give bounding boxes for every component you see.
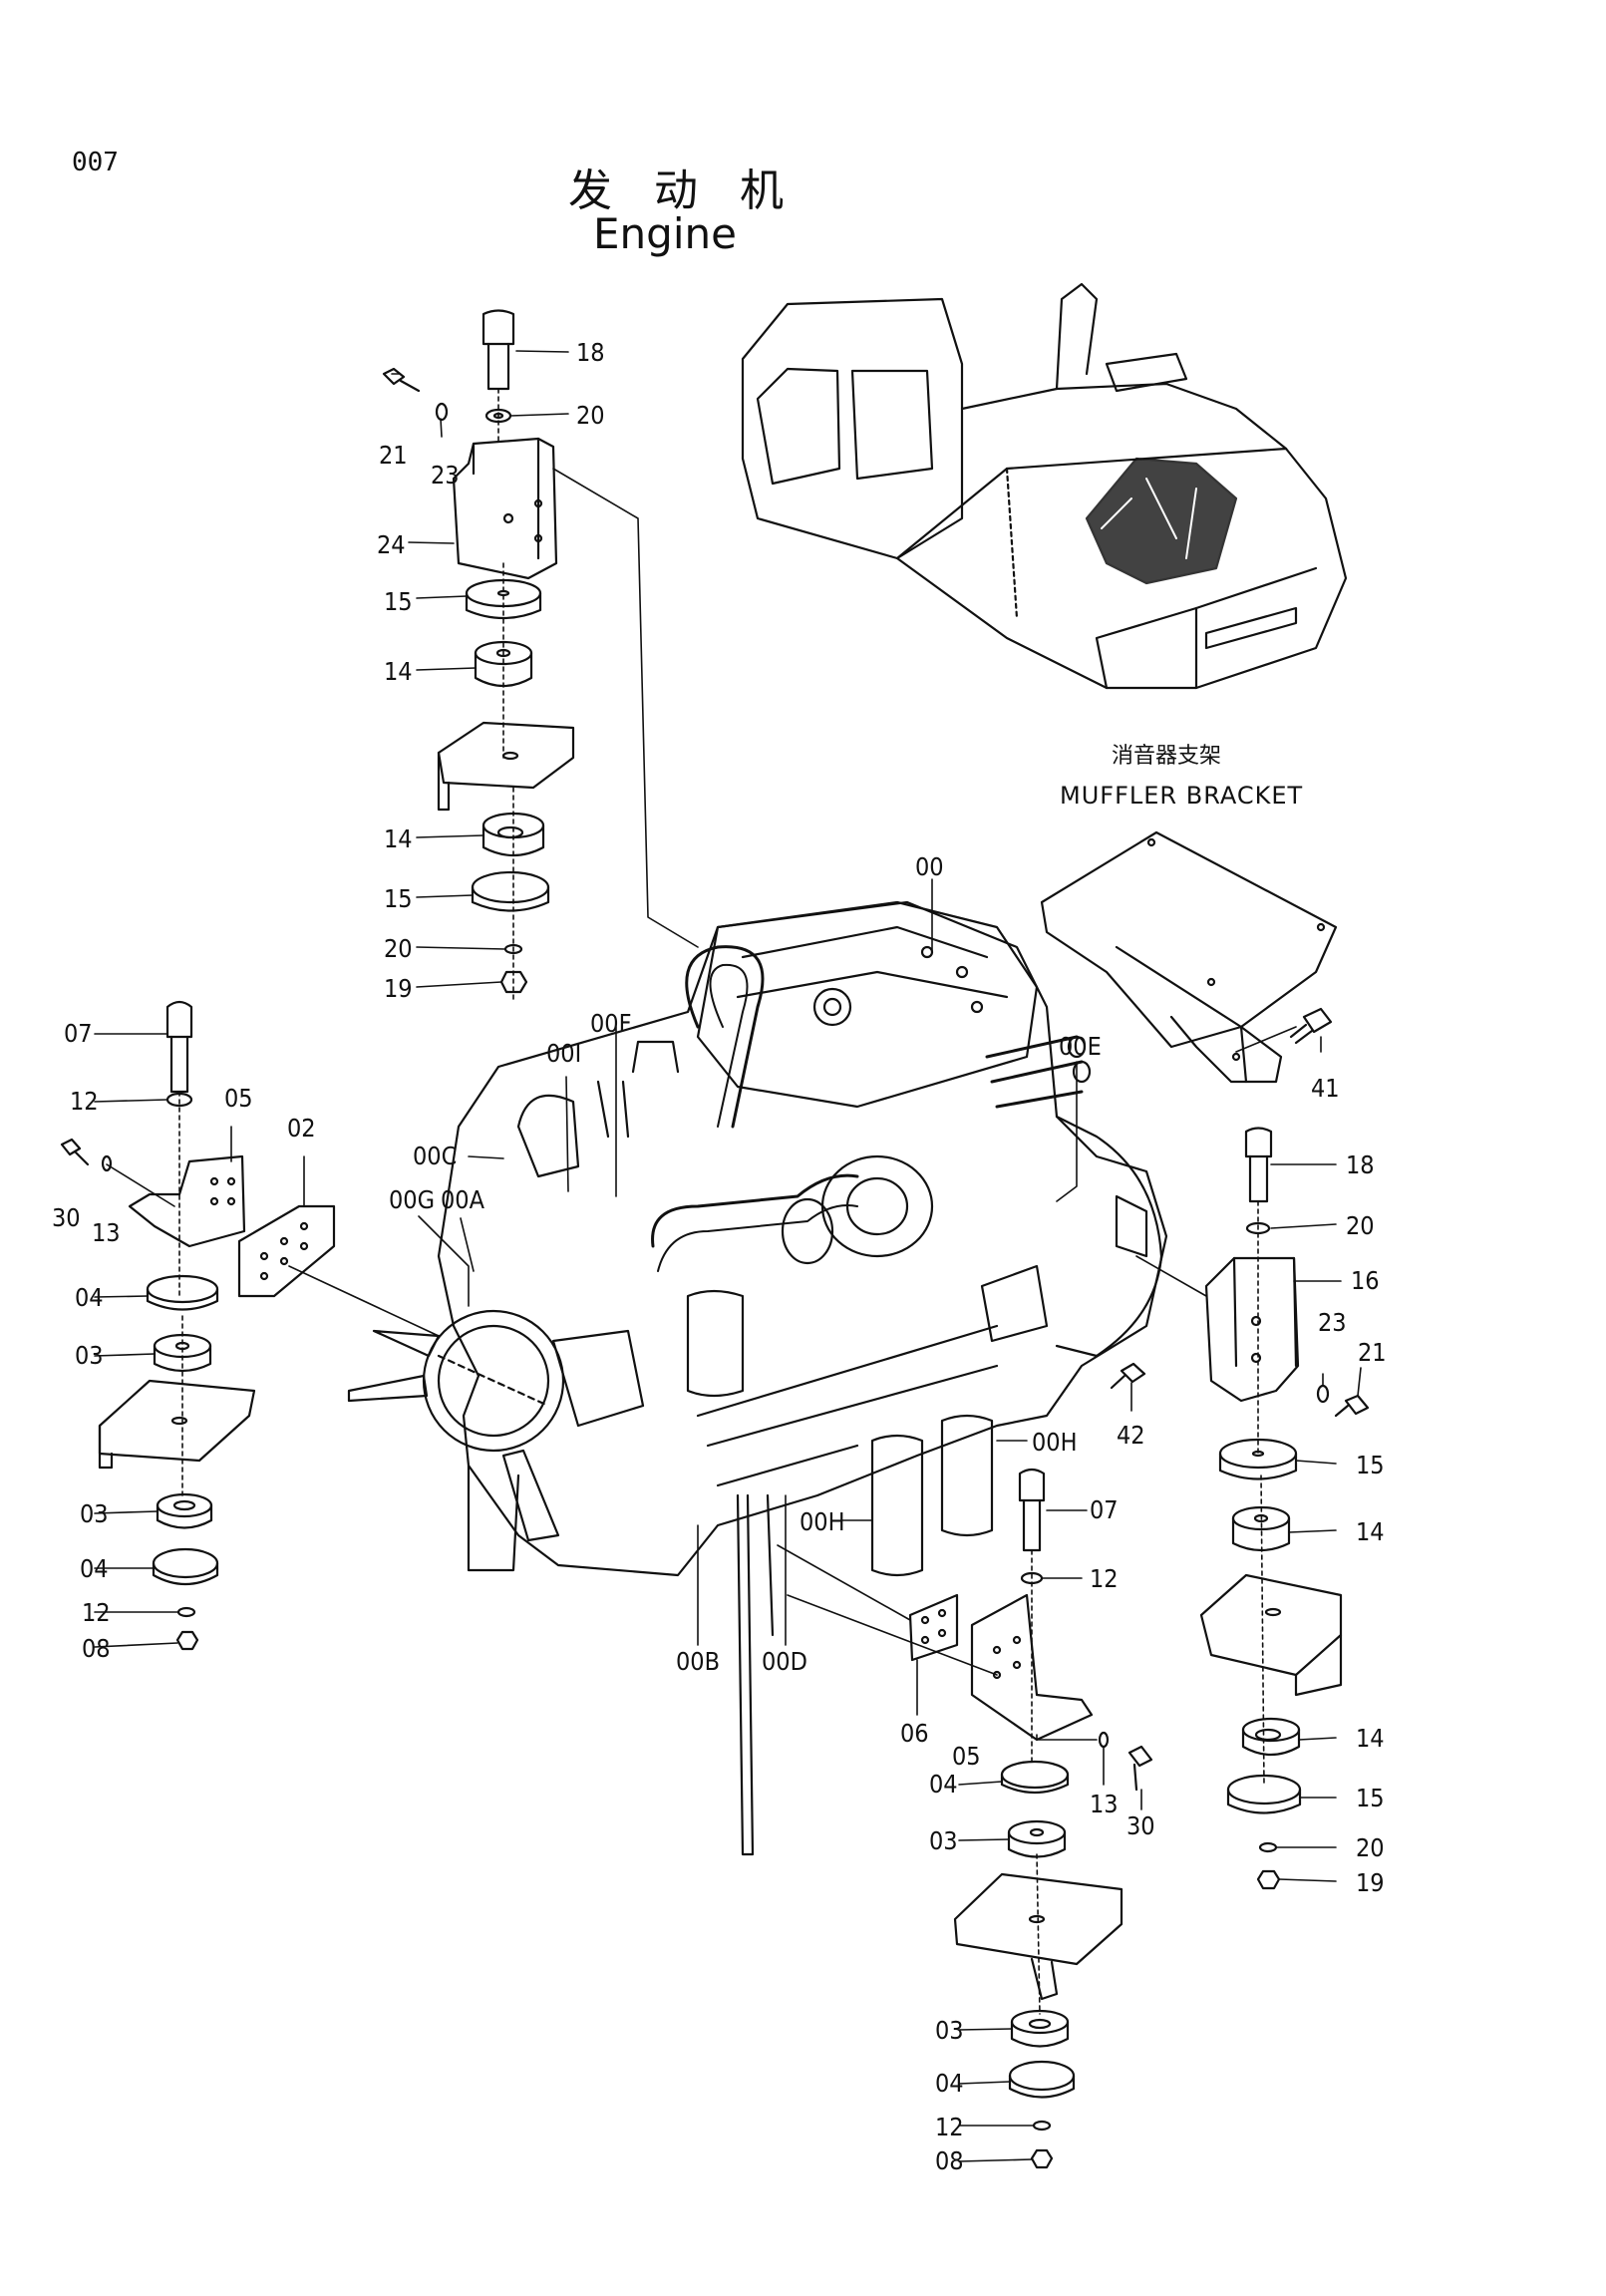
label-08: 08 <box>82 1634 111 1663</box>
label-30: 30 <box>52 1203 81 1232</box>
title-chinese: 发 动 机 <box>568 165 798 216</box>
label-15: 15 <box>384 884 413 913</box>
label-20: 20 <box>1356 1833 1385 1862</box>
engine-assembly <box>347 900 1168 1856</box>
label-04: 04 <box>935 2069 964 2098</box>
muffler-bracket-label-english: MUFFLER BRACKET <box>1060 782 1304 810</box>
label-00B: 00B <box>676 1647 720 1676</box>
label-23: 23 <box>1318 1308 1347 1337</box>
label-23: 23 <box>431 461 460 490</box>
title-english: Engine <box>593 209 737 258</box>
label-00C: 00C <box>413 1142 457 1170</box>
label-00G: 00G <box>389 1185 435 1214</box>
label-00H: 00H <box>1032 1428 1078 1457</box>
muffler-bracket <box>1040 830 1338 1084</box>
label-12: 12 <box>82 1598 111 1627</box>
bolt-41 <box>1289 1007 1333 1045</box>
label-00: 00 <box>915 852 944 881</box>
label-15: 15 <box>384 587 413 616</box>
leader-lines <box>94 350 1362 2162</box>
label-14: 14 <box>384 824 413 853</box>
label-21: 21 <box>379 441 408 470</box>
label-13: 13 <box>92 1218 121 1247</box>
top-mount-stack <box>382 309 575 994</box>
label-20: 20 <box>576 401 605 430</box>
label-19: 19 <box>384 974 413 1003</box>
label-03: 03 <box>75 1341 104 1370</box>
label-07: 07 <box>1090 1495 1119 1524</box>
label-05: 05 <box>952 1742 981 1771</box>
label-07: 07 <box>64 1019 93 1048</box>
label-24: 24 <box>377 530 406 559</box>
label-19: 19 <box>1356 1868 1385 1897</box>
right-mount-stack <box>1110 1127 1370 1890</box>
label-03: 03 <box>929 1826 958 1855</box>
label-00A: 00A <box>441 1185 485 1214</box>
label-18: 18 <box>576 338 605 367</box>
label-12: 12 <box>70 1087 99 1116</box>
page-number: 007 <box>72 148 119 177</box>
label-14: 14 <box>1356 1724 1385 1753</box>
label-03: 03 <box>80 1499 109 1528</box>
label-20: 20 <box>1346 1211 1375 1240</box>
label-15: 15 <box>1356 1784 1385 1812</box>
label-00F: 00F <box>590 1009 632 1038</box>
label-00I: 00I <box>546 1039 581 1068</box>
label-00H: 00H <box>800 1507 845 1536</box>
label-00D: 00D <box>762 1647 807 1676</box>
label-20: 20 <box>384 934 413 963</box>
label-00E: 00E <box>1059 1032 1102 1061</box>
label-14: 14 <box>384 657 413 686</box>
label-12: 12 <box>1090 1564 1119 1593</box>
label-15: 15 <box>1356 1451 1385 1479</box>
label-05: 05 <box>224 1084 253 1113</box>
label-14: 14 <box>1356 1517 1385 1546</box>
label-16: 16 <box>1351 1266 1380 1295</box>
label-18: 18 <box>1346 1150 1375 1179</box>
label-04: 04 <box>929 1770 958 1799</box>
label-41: 41 <box>1311 1074 1340 1103</box>
label-12: 12 <box>935 2113 964 2141</box>
label-04: 04 <box>80 1554 109 1583</box>
label-04: 04 <box>75 1283 104 1312</box>
label-30: 30 <box>1126 1811 1155 1840</box>
label-42: 42 <box>1117 1421 1145 1450</box>
label-02: 02 <box>287 1114 316 1143</box>
left-mount-stack <box>60 1000 336 1651</box>
excavator-locator-illustration <box>741 282 1348 690</box>
label-06: 06 <box>900 1719 929 1748</box>
muffler-bracket-label-chinese: 消音器支架 <box>1112 744 1222 769</box>
label-21: 21 <box>1358 1338 1387 1367</box>
label-03: 03 <box>935 2016 964 2045</box>
label-13: 13 <box>1090 1790 1119 1818</box>
label-08: 08 <box>935 2146 964 2175</box>
part-labels: 18 20 21 23 24 15 14 14 15 20 19 00 41 0… <box>52 338 1387 2175</box>
